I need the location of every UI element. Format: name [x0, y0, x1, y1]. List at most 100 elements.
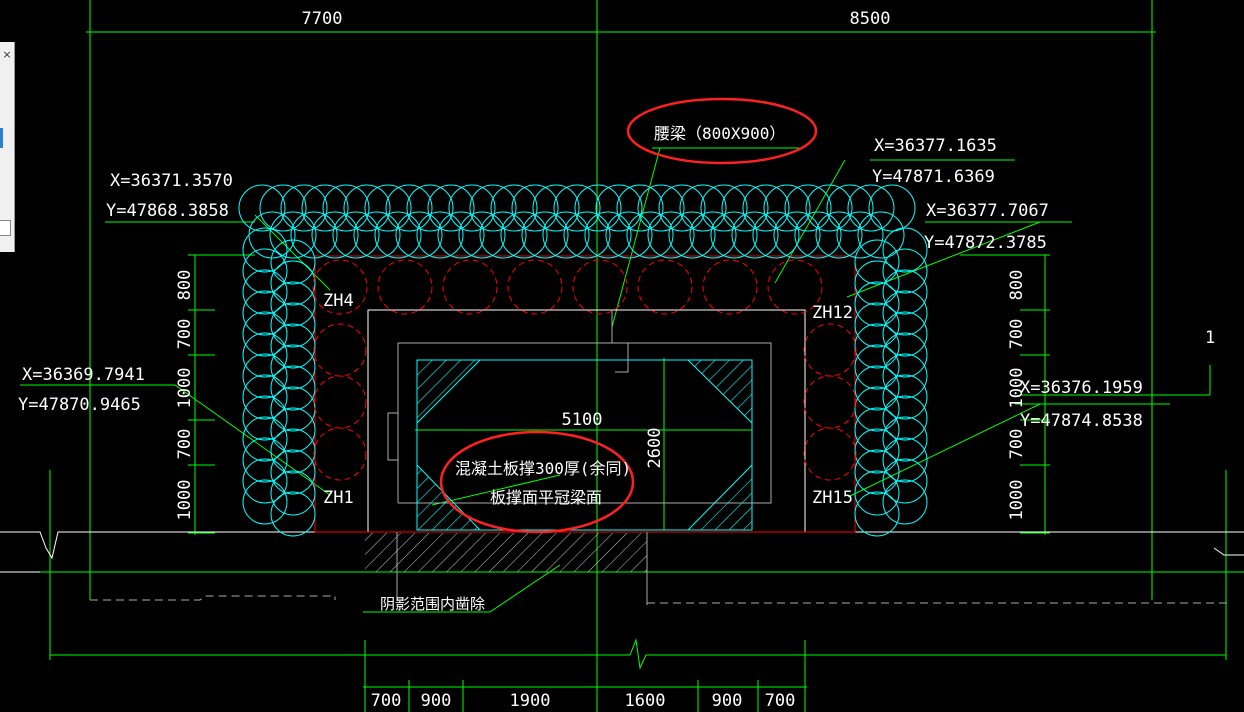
coord-4-x: X=36369.7941	[22, 365, 145, 385]
pile-circle	[521, 211, 569, 259]
pile-circle	[269, 211, 317, 259]
pile-zh15: ZH15	[812, 488, 853, 508]
coord-5-x: X=36376.1959	[1020, 378, 1143, 398]
pile-circle	[882, 437, 928, 483]
pile-circle	[658, 184, 706, 232]
pile-circle	[616, 184, 664, 232]
red-pile-ring	[312, 259, 857, 481]
pile-circle	[854, 323, 900, 369]
pile-circle	[427, 184, 475, 232]
pile-circle	[868, 184, 916, 232]
dim-right-2: 700	[1007, 429, 1027, 460]
pile-circle	[242, 395, 288, 441]
pile-circle	[270, 302, 316, 348]
pile-circle	[242, 248, 288, 294]
pile-circle	[647, 211, 695, 259]
pile-circle	[242, 332, 288, 378]
dim-bottom-6: 700	[765, 691, 796, 711]
pile-circle	[803, 375, 857, 429]
pile-circle	[854, 260, 900, 306]
pile-circle	[826, 184, 874, 232]
pile-circle	[731, 211, 779, 259]
pile-circle	[803, 427, 857, 481]
pile-circle	[767, 259, 823, 315]
dim-bottom-2: 900	[421, 691, 452, 711]
pile-circle	[854, 239, 900, 285]
pile-circle	[385, 184, 433, 232]
slab-label-line1: 混凝土板撑300厚(余同)	[455, 459, 631, 478]
pile-circle	[395, 211, 443, 259]
pile-circle	[574, 184, 622, 232]
pile-circle	[679, 184, 727, 232]
pile-circle	[882, 458, 928, 504]
pile-circle	[854, 491, 900, 537]
dim-top-left: 7700	[302, 9, 343, 29]
pile-circle	[595, 184, 643, 232]
pile-circle	[721, 184, 769, 232]
pile-circle	[626, 211, 674, 259]
pile-zh4: ZH4	[323, 291, 354, 311]
pile-circle	[242, 374, 288, 420]
pile-circle	[637, 184, 685, 232]
pile-circle	[710, 211, 758, 259]
pile-circle	[752, 211, 800, 259]
pile-circle	[882, 479, 928, 525]
pile-circle	[572, 259, 628, 315]
pile-circle	[270, 491, 316, 537]
pile-circle	[238, 184, 286, 232]
axis-number: 1	[1205, 328, 1215, 348]
pile-circle	[882, 290, 928, 336]
pile-circle	[854, 449, 900, 495]
pile-circle	[857, 211, 905, 259]
pile-circle	[313, 323, 367, 377]
pile-circle	[270, 386, 316, 432]
pile-circle	[270, 428, 316, 474]
cyan-pile-ring	[238, 184, 928, 537]
pile-circle	[803, 323, 857, 377]
pile-circle	[847, 184, 895, 232]
dim-right-1: 1000	[1007, 480, 1027, 521]
pile-circle	[882, 269, 928, 315]
pile-circle	[815, 211, 863, 259]
close-icon[interactable]: ×	[2, 48, 12, 61]
pile-zh1: ZH1	[323, 488, 354, 508]
pile-circle	[311, 211, 359, 259]
pile-circle	[882, 395, 928, 441]
pile-circle	[301, 184, 349, 232]
pile-circle	[854, 470, 900, 516]
dim-right-4: 700	[1007, 319, 1027, 350]
pile-circle	[242, 437, 288, 483]
pile-circle	[242, 227, 288, 273]
pile-circle	[637, 259, 693, 315]
pile-circle	[553, 184, 601, 232]
coord-1-y: Y=47868.3858	[106, 201, 229, 221]
pile-circle	[854, 344, 900, 390]
pile-circle	[490, 184, 538, 232]
pile-circle	[854, 428, 900, 474]
dim-left-3: 1000	[175, 368, 195, 409]
pile-circle	[479, 211, 527, 259]
pile-circle	[448, 184, 496, 232]
pile-circle	[313, 427, 367, 481]
pile-circle	[742, 184, 790, 232]
pile-circle	[605, 211, 653, 259]
pile-circle	[882, 248, 928, 294]
pile-circle	[882, 227, 928, 273]
pile-circle	[854, 281, 900, 327]
pile-circle	[364, 184, 412, 232]
dim-inner-height: 2600	[645, 428, 665, 469]
pile-circle	[702, 259, 758, 315]
side-panel: ×	[0, 42, 15, 252]
waist-beam-label: 腰梁（800X900）	[654, 124, 785, 143]
dim-bottom-5: 900	[712, 691, 743, 711]
coord-3-y: Y=47872.3785	[924, 233, 1047, 253]
pile-circle	[322, 184, 370, 232]
panel-box-icon[interactable]	[0, 220, 11, 236]
pile-circle	[270, 407, 316, 453]
pile-circle	[374, 211, 422, 259]
coord-3-x: X=36377.7067	[926, 201, 1049, 221]
dim-right-3: 1000	[1007, 368, 1027, 409]
pile-circle	[242, 479, 288, 525]
dim-bottom-4: 1600	[625, 691, 666, 711]
